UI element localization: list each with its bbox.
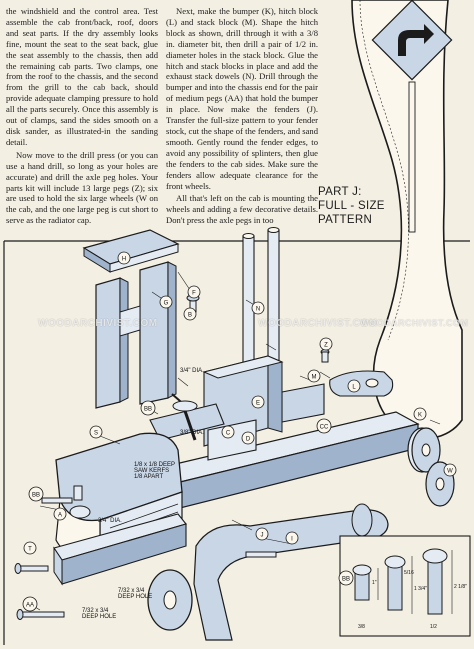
dim-3: 1 3/4"	[414, 586, 427, 592]
callout-bb2: BB	[140, 400, 156, 416]
callout-bb1: BB	[28, 486, 44, 502]
svg-text:BB: BB	[32, 493, 40, 499]
pattern-caption: PART J: FULL - SIZE PATTERN	[318, 185, 385, 227]
svg-text:N: N	[256, 307, 260, 313]
col1-paragraph-1: the windshield and the control area. Tes…	[6, 6, 158, 147]
svg-text:J: J	[261, 533, 264, 539]
callout-cc: CC	[316, 418, 332, 434]
note-sawkerfs-1: 1/8 x 1/8 DEEP	[134, 462, 175, 468]
note-sawkerfs-3: 1/8 APART	[134, 474, 163, 480]
callout-n: N	[251, 301, 265, 315]
svg-text:W: W	[447, 469, 453, 475]
callout-w: W	[443, 463, 457, 477]
article-column-2: Next, make the bumper (K), hitch block (…	[166, 6, 318, 228]
svg-text:L: L	[352, 385, 356, 391]
svg-text:M: M	[312, 375, 317, 381]
article-column-1: the windshield and the control area. Tes…	[6, 6, 158, 228]
dim-5: 3/8	[358, 624, 365, 630]
watermark-2: WOODARCHIVIST.COM	[258, 318, 378, 329]
cab-frame	[95, 261, 177, 409]
svg-text:AA: AA	[26, 603, 34, 609]
pattern-caption-line-2: FULL - SIZE	[318, 200, 385, 212]
svg-text:T: T	[28, 547, 32, 553]
pattern-caption-line-1: PART J:	[318, 186, 362, 198]
svg-text:BB: BB	[144, 407, 152, 413]
callout-a: A	[53, 507, 67, 521]
dim-1: 1"	[372, 580, 377, 586]
callout-bb3: BB	[338, 570, 354, 586]
note-dia: 3/4" DIA.	[180, 368, 204, 374]
note-deephole-3: 7/32 x 3/4	[82, 608, 109, 614]
callout-h: H	[117, 251, 131, 265]
pattern-caption-line-3: PATTERN	[318, 214, 373, 226]
svg-text:K: K	[418, 413, 422, 419]
callout-t: T	[23, 541, 37, 555]
wheels	[147, 427, 455, 631]
watermark-1: WOODARCHIVIST.COM	[38, 318, 158, 329]
peg-detail-box	[339, 535, 471, 637]
svg-text:S: S	[94, 431, 98, 437]
note-deephole-2: DEEP HOLE	[118, 594, 152, 600]
axle-pegs	[14, 497, 277, 620]
dim-4: 2 1/8"	[454, 584, 467, 590]
callout-j: J	[255, 527, 269, 541]
callout-l: L	[347, 379, 361, 393]
svg-text:A: A	[58, 513, 62, 519]
col2-paragraph-2: All that's left on the cab is mounting t…	[166, 193, 318, 226]
svg-text:D: D	[246, 437, 251, 443]
callout-i: I	[285, 531, 299, 545]
note-deephole-4: DEEP HOLE	[82, 614, 116, 620]
callout-c: C	[221, 425, 235, 439]
svg-text:F: F	[192, 291, 196, 297]
svg-text:Z: Z	[324, 343, 328, 349]
callout-s: S	[89, 425, 103, 439]
svg-text:G: G	[164, 301, 169, 307]
svg-text:CC: CC	[320, 425, 329, 431]
dim-2: 5/16	[404, 570, 414, 576]
hitch-block	[329, 370, 394, 397]
svg-text:C: C	[226, 431, 231, 437]
callout-aa: AA	[22, 596, 38, 612]
road-sign-icon	[371, 0, 453, 233]
svg-text:BB: BB	[342, 577, 350, 583]
callout-d: D	[241, 431, 255, 445]
dim-6: 1/2	[430, 624, 437, 630]
col2-paragraph-1: Next, make the bumper (K), hitch block (…	[166, 6, 318, 191]
note-deephole-1: 7/32 x 3/4	[118, 588, 145, 594]
svg-text:H: H	[122, 257, 126, 263]
note-dia-small: 3/8" DIA.	[180, 430, 204, 436]
svg-text:B: B	[188, 313, 192, 319]
watermark-3: WOODARCHIVIST.COM	[360, 318, 469, 328]
svg-text:E: E	[256, 401, 260, 407]
callout-k: K	[413, 407, 427, 421]
col1-paragraph-2: Now move to the drill press (or you can …	[6, 149, 158, 226]
callout-b: B	[183, 307, 197, 321]
note-sawkerfs-2: SAW KERFS	[134, 468, 169, 474]
callout-e: E	[251, 395, 265, 409]
note-dia-grill: 3/4" DIA.	[98, 518, 122, 524]
callout-f: F	[187, 285, 201, 299]
svg-text:I: I	[291, 537, 293, 543]
callout-g: G	[159, 295, 173, 309]
callout-z: Z	[319, 337, 333, 351]
callout-m: M	[307, 369, 321, 383]
